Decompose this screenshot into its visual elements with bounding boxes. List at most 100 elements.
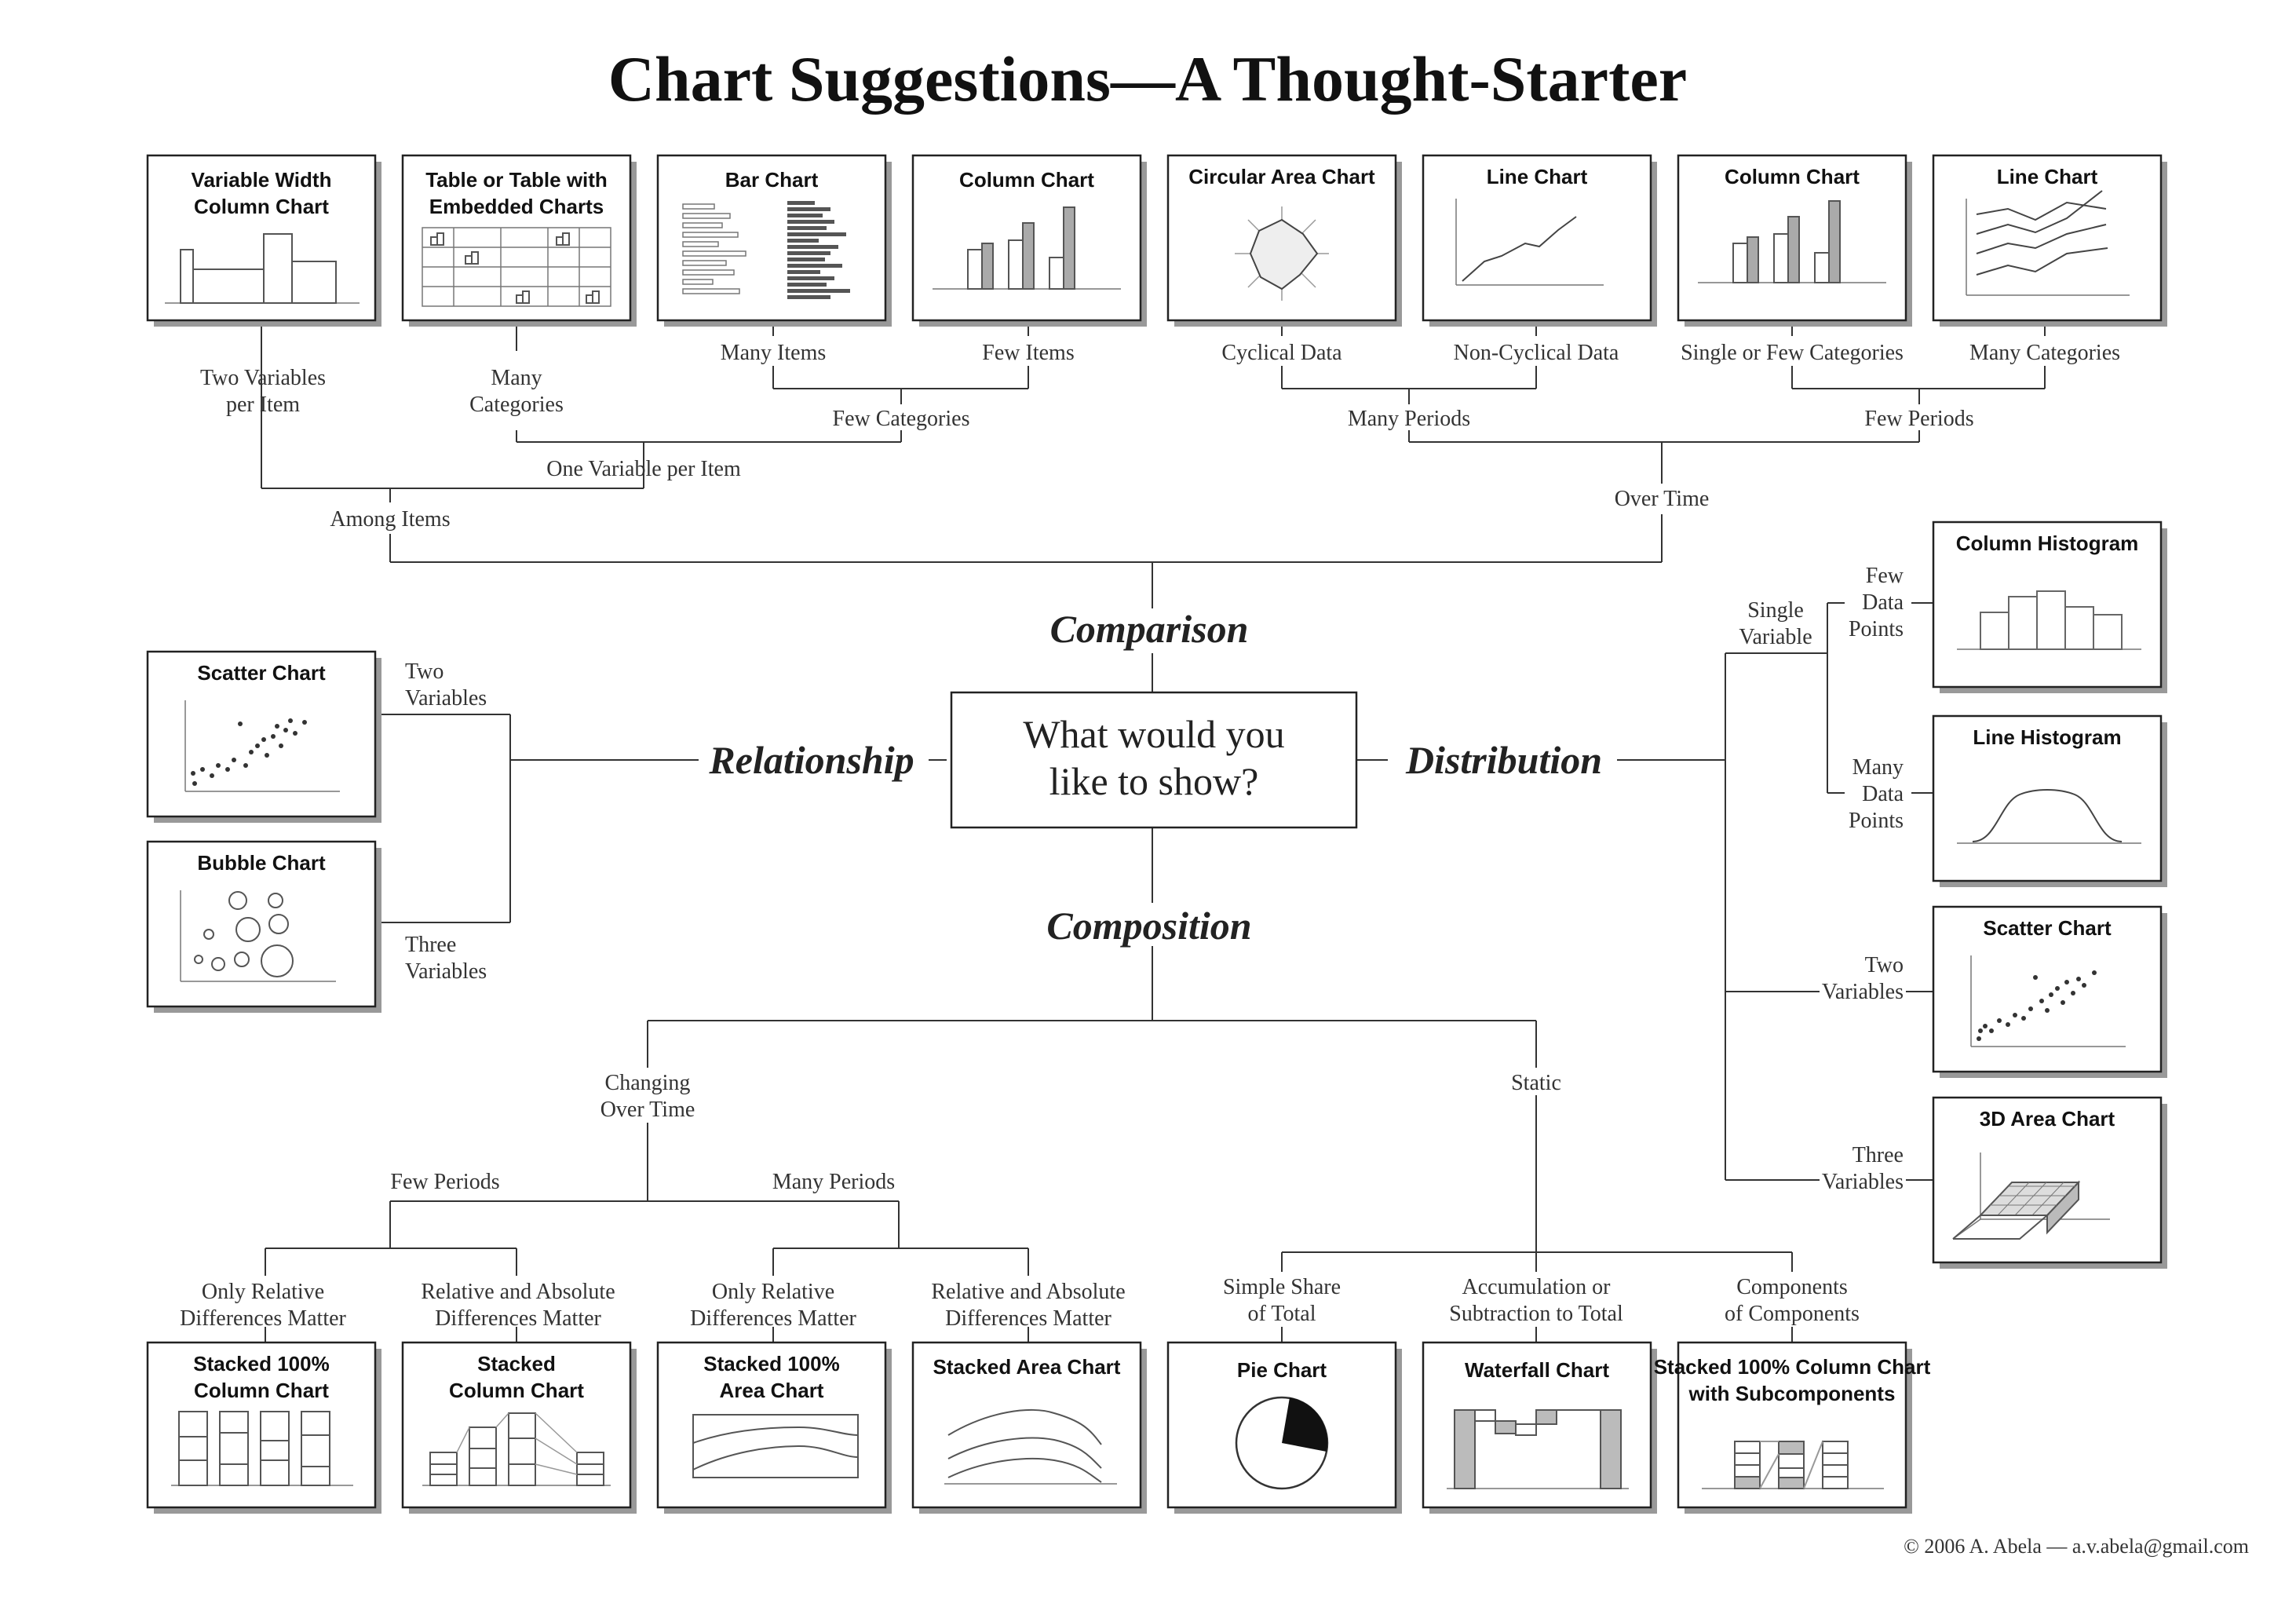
svg-text:Area Chart: Area Chart [720, 1379, 824, 1402]
svg-text:Pie Chart: Pie Chart [1237, 1358, 1327, 1382]
center-question-box [950, 691, 1358, 829]
svg-text:Subtraction to Total: Subtraction to Total [1449, 1302, 1623, 1326]
chart-box-pie: Pie Chart [1166, 1341, 1402, 1514]
radar-chart-icon [1235, 206, 1329, 301]
chart-box-column-chart-1: Column Chart [911, 154, 1147, 327]
label-dist-three-variables: Three [1852, 1143, 1904, 1167]
label-few-items: Few Items [982, 341, 1074, 365]
svg-text:Bubble Chart: Bubble Chart [197, 851, 326, 875]
svg-text:Line Chart: Line Chart [1487, 165, 1588, 188]
svg-text:Categories: Categories [469, 393, 564, 417]
line-histogram-icon [1957, 789, 2141, 844]
stacked-100-area-icon [692, 1414, 859, 1478]
label-many-data-points: Many [1852, 755, 1904, 780]
column-chart-icon [933, 206, 1121, 290]
multi-line-chart-icon [1966, 190, 2130, 296]
label-over-time: Over Time [1615, 487, 1710, 511]
svg-text:Column Chart: Column Chart [959, 168, 1094, 192]
scatter-chart-icon [1970, 955, 2126, 1047]
page-title: Chart Suggestions—A Thought-Starter [608, 43, 1687, 115]
chart-box-bar-chart: Bar Chart [656, 154, 892, 327]
category-composition: Composition [1046, 904, 1251, 948]
svg-text:Variables: Variables [1822, 980, 1904, 1004]
chart-box-line-chart-1: Line Chart [1422, 154, 1657, 327]
label-few-periods: Few Periods [1864, 407, 1973, 431]
svg-text:Column Chart: Column Chart [194, 195, 329, 218]
stacked-100-column-icon [171, 1411, 353, 1486]
svg-text:Circular Area Chart: Circular Area Chart [1188, 165, 1375, 188]
chart-box-column-histogram: Column Histogram [1932, 521, 2167, 693]
svg-text:Column Histogram: Column Histogram [1956, 532, 2139, 555]
label-simple-share: Simple Share [1223, 1275, 1341, 1299]
label-few-categories: Few Categories [833, 407, 970, 431]
svg-text:Line Chart: Line Chart [1997, 165, 2098, 188]
label-rel-abs-2: Relative and Absolute [931, 1280, 1125, 1304]
svg-text:Embedded Charts: Embedded Charts [429, 195, 604, 218]
label-many-periods: Many Periods [1348, 407, 1470, 431]
svg-text:3D Area Chart: 3D Area Chart [1980, 1107, 2115, 1131]
category-distribution: Distribution [1405, 738, 1602, 782]
svg-text:Stacked: Stacked [477, 1352, 556, 1375]
label-only-relative-1: Only Relative [202, 1280, 324, 1304]
label-few-data-points: Few [1866, 564, 1904, 588]
line-chart-icon [1455, 199, 1604, 286]
svg-text:Stacked Area Chart: Stacked Area Chart [933, 1355, 1121, 1379]
label-few-periods-bottom: Few Periods [390, 1170, 499, 1194]
svg-text:Column Chart: Column Chart [194, 1379, 329, 1402]
table-embedded-icon [422, 227, 611, 307]
svg-text:Scatter Chart: Scatter Chart [197, 661, 326, 685]
svg-text:Over Time: Over Time [600, 1098, 695, 1122]
svg-text:Variable: Variable [1739, 625, 1812, 649]
3d-area-chart-icon [1952, 1153, 2110, 1240]
label-single-or-few-categories: Single or Few Categories [1681, 341, 1904, 365]
label-single-variable: Single [1747, 598, 1804, 623]
label-one-variable-per-item: One Variable per Item [546, 457, 741, 481]
label-cyclical-data: Cyclical Data [1221, 341, 1342, 365]
chart-box-table-embedded: Table or Table with Embedded Charts [401, 154, 637, 327]
chart-box-bubble: Bubble Chart [146, 840, 381, 1013]
label-many-periods-bottom: Many Periods [772, 1170, 895, 1194]
stacked-column-icon [422, 1412, 611, 1486]
svg-text:with Subcomponents: with Subcomponents [1688, 1382, 1896, 1405]
svg-text:Stacked 100%: Stacked 100% [193, 1352, 329, 1375]
label-dist-two-variables: Two [1865, 953, 1904, 977]
label-rel-abs-1: Relative and Absolute [421, 1280, 615, 1304]
waterfall-chart-icon [1447, 1409, 1629, 1489]
category-relationship: Relationship [708, 738, 914, 782]
scatter-chart-icon [184, 700, 340, 792]
chart-box-circular-area: Circular Area Chart [1166, 154, 1402, 327]
svg-text:of Components: of Components [1725, 1302, 1860, 1326]
bar-chart-icon [682, 201, 850, 299]
variable-width-column-icon [165, 233, 360, 304]
stacked-area-icon [944, 1408, 1117, 1485]
svg-text:Variable Width: Variable Width [192, 168, 332, 192]
label-only-relative-2: Only Relative [712, 1280, 834, 1304]
center-question-line-2: like to show? [1049, 759, 1259, 803]
chart-box-stacked-area: Stacked Area Chart [911, 1341, 1147, 1514]
stacked-subcomponents-icon [1702, 1441, 1884, 1489]
chart-box-waterfall: Waterfall Chart [1422, 1341, 1657, 1514]
label-static: Static [1511, 1071, 1561, 1095]
svg-text:Stacked 100% Column Chart: Stacked 100% Column Chart [1654, 1355, 1931, 1379]
chart-box-stacked-column: Stacked Column Chart [401, 1341, 637, 1514]
svg-text:Variables: Variables [405, 959, 487, 984]
svg-text:Points: Points [1849, 617, 1904, 641]
label-changing-over-time: Changing [605, 1071, 691, 1095]
label-many-categories-right: Many Categories [1969, 341, 2120, 365]
svg-text:Differences Matter: Differences Matter [690, 1306, 856, 1331]
connector-lines [261, 322, 2046, 1342]
chart-box-stacked100-area: Stacked 100% Area Chart [656, 1341, 892, 1514]
svg-text:Variables: Variables [405, 686, 487, 711]
svg-text:Scatter Chart: Scatter Chart [1983, 916, 2112, 940]
svg-text:of Total: of Total [1248, 1302, 1316, 1326]
chart-box-line-histogram: Line Histogram [1932, 714, 2167, 887]
label-non-cyclical-data: Non-Cyclical Data [1454, 341, 1619, 365]
svg-text:Column Chart: Column Chart [449, 1379, 584, 1402]
svg-text:per Item: per Item [226, 393, 300, 417]
svg-text:Bar Chart: Bar Chart [725, 168, 819, 192]
svg-text:Waterfall Chart: Waterfall Chart [1465, 1358, 1609, 1382]
chart-box-line-chart-2: Line Chart [1932, 154, 2167, 327]
label-two-variables-per-item: Two Variables [200, 366, 326, 390]
category-comparison: Comparison [1050, 607, 1249, 651]
copyright-footer: © 2006 A. Abela — a.v.abela@gmail.com [1904, 1535, 2249, 1558]
